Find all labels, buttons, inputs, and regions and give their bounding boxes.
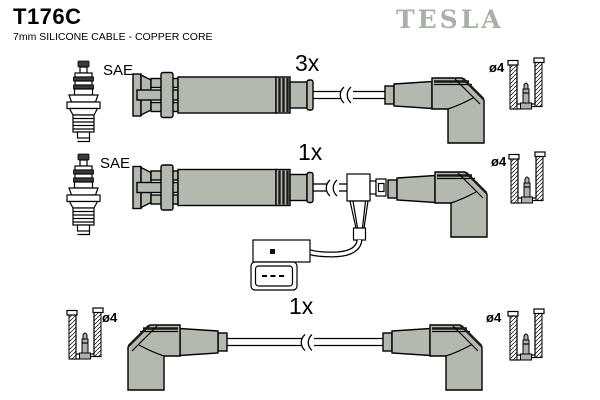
spark-plug-icon: [66, 153, 101, 236]
socket-cross-section-icon: [507, 308, 545, 361]
coil-connector-icon: [250, 239, 311, 291]
socket-diameter-label: ø4: [102, 310, 118, 325]
socket-cross-section-icon: [508, 151, 546, 204]
socket-cross-section-icon: [507, 57, 545, 110]
socket-diameter-label: ø4: [489, 60, 505, 75]
cable-row-1: SAE 3x ø4: [66, 50, 545, 145]
sae-terminal-label: SAE: [100, 155, 130, 172]
coil-tee-connector: [346, 173, 387, 241]
cable-row-3: ø4 1x ø4: [66, 293, 545, 392]
cable-row-2: SAE 1x: [66, 139, 546, 291]
straight-plug-boot-icon: [131, 71, 315, 119]
straight-plug-boot-icon: [131, 163, 315, 212]
angled-distributor-boot-icon: [383, 76, 486, 145]
cable-break-icon: [227, 334, 383, 351]
coil-lead-cable: [306, 239, 363, 258]
row3-quantity-label: 1x: [289, 293, 314, 319]
cable-break-icon: [313, 179, 347, 197]
socket-diameter-label: ø4: [486, 310, 502, 325]
cable-spec-subtitle: 7mm SILICONE CABLE - COPPER CORE: [13, 31, 213, 43]
angled-distributor-boot-icon: [381, 323, 484, 392]
socket-diameter-label: ø4: [491, 154, 507, 169]
part-number: T176C: [13, 4, 82, 29]
sae-terminal-label: SAE: [103, 62, 133, 79]
angled-distributor-boot-icon: [126, 323, 229, 392]
angled-distributor-boot-icon: [386, 170, 489, 239]
spark-plug-icon: [66, 60, 101, 143]
row1-quantity-label: 3x: [295, 50, 320, 76]
cable-break-icon: [313, 86, 385, 104]
tesla-brand-logo: TESLA: [396, 5, 504, 34]
socket-cross-section-icon: [66, 307, 104, 360]
row2-quantity-label: 1x: [298, 139, 323, 165]
